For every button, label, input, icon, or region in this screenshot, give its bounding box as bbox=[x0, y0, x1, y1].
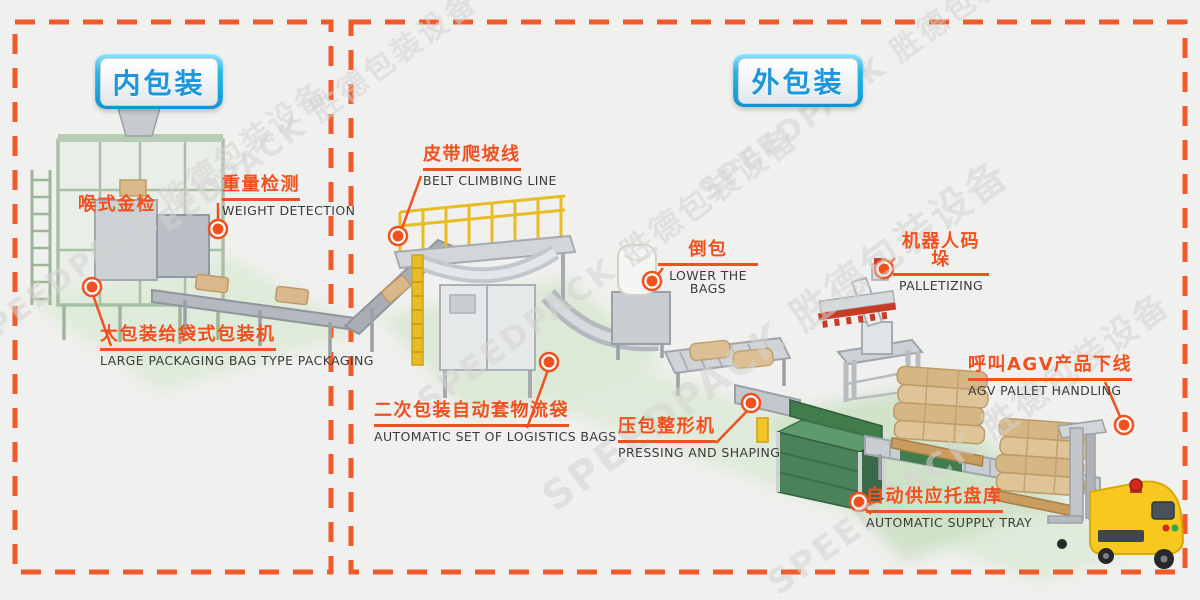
label-secondary-packaging: 二次包装自动套物流袋 AUTOMATIC SET OF LOGISTICS BA… bbox=[374, 402, 617, 444]
bag-stack-1 bbox=[890, 365, 989, 468]
label-agv-zh: 呼叫AGV产品下线 bbox=[968, 356, 1133, 381]
label-lower-bags: 倒包 LOWER THE BAGS bbox=[658, 241, 758, 295]
label-throat-metal-detection: 喉式金检 bbox=[78, 196, 156, 214]
outer-packaging-badge-label: 外包装 bbox=[738, 58, 858, 104]
callout-dots bbox=[81, 218, 1135, 513]
label-pressing: 压包整形机 PRESSING AND SHAPING bbox=[618, 418, 780, 460]
label-supply-tray-en: AUTOMATIC SUPPLY TRAY bbox=[866, 515, 1033, 530]
label-weight-detection-en: WEIGHT DETECTION bbox=[222, 203, 356, 218]
label-palletizing: 机器人码垛 PALLETIZING bbox=[893, 233, 989, 293]
label-belt-climbing: 皮带爬坡线 BELT CLIMBING LINE bbox=[423, 146, 557, 188]
label-weight-detection: 重量检测 WEIGHT DETECTION bbox=[222, 176, 355, 218]
label-pressing-zh: 压包整形机 bbox=[618, 418, 716, 443]
label-lower-bags-zh: 倒包 bbox=[658, 241, 758, 266]
outer-packaging-frame bbox=[348, 19, 1188, 575]
label-secondary-packaging-en: AUTOMATIC SET OF LOGISTICS BAGS bbox=[374, 429, 617, 444]
output-conveyor bbox=[151, 273, 356, 356]
label-belt-climbing-en: BELT CLIMBING LINE bbox=[423, 173, 557, 188]
secondary-packaging-machine bbox=[393, 194, 577, 398]
label-palletizing-zh: 机器人码垛 bbox=[893, 233, 989, 276]
label-lower-bags-en: LOWER THE BAGS bbox=[669, 268, 747, 296]
label-agv: 呼叫AGV产品下线 AGV PALLET HANDLING bbox=[968, 356, 1133, 398]
label-belt-climbing-zh: 皮带爬坡线 bbox=[423, 146, 521, 171]
agv-forklift bbox=[1047, 419, 1185, 569]
inner-packaging-frame bbox=[12, 19, 334, 575]
label-supply-tray-zh: 自动供应托盘库 bbox=[866, 488, 1003, 513]
inner-packaging-badge-label: 内包装 bbox=[100, 58, 218, 106]
label-agv-en: AGV PALLET HANDLING bbox=[968, 383, 1122, 398]
label-large-packaging-zh: 大包装给袋式包装机 bbox=[100, 326, 276, 351]
label-large-packaging: 大包装给袋式包装机 LARGE PACKAGING BAG TYPE PACKA… bbox=[100, 326, 374, 368]
label-pressing-en: PRESSING AND SHAPING bbox=[618, 445, 781, 460]
outer-packaging-badge: 外包装 bbox=[733, 53, 863, 107]
label-palletizing-en: PALLETIZING bbox=[898, 278, 984, 293]
roller-table bbox=[663, 336, 792, 396]
label-large-packaging-en: LARGE PACKAGING BAG TYPE PACKAGING bbox=[100, 353, 374, 368]
label-supply-tray: 自动供应托盘库 AUTOMATIC SUPPLY TRAY bbox=[866, 488, 1032, 530]
label-weight-detection-zh: 重量检测 bbox=[222, 176, 300, 201]
bag-type-packaging-machine bbox=[30, 95, 225, 344]
pressing-machine bbox=[775, 419, 887, 512]
inner-packaging-badge: 内包装 bbox=[95, 53, 223, 109]
label-secondary-packaging-zh: 二次包装自动套物流袋 bbox=[374, 402, 569, 427]
label-throat-metal-detection-zh: 喉式金检 bbox=[78, 194, 156, 215]
